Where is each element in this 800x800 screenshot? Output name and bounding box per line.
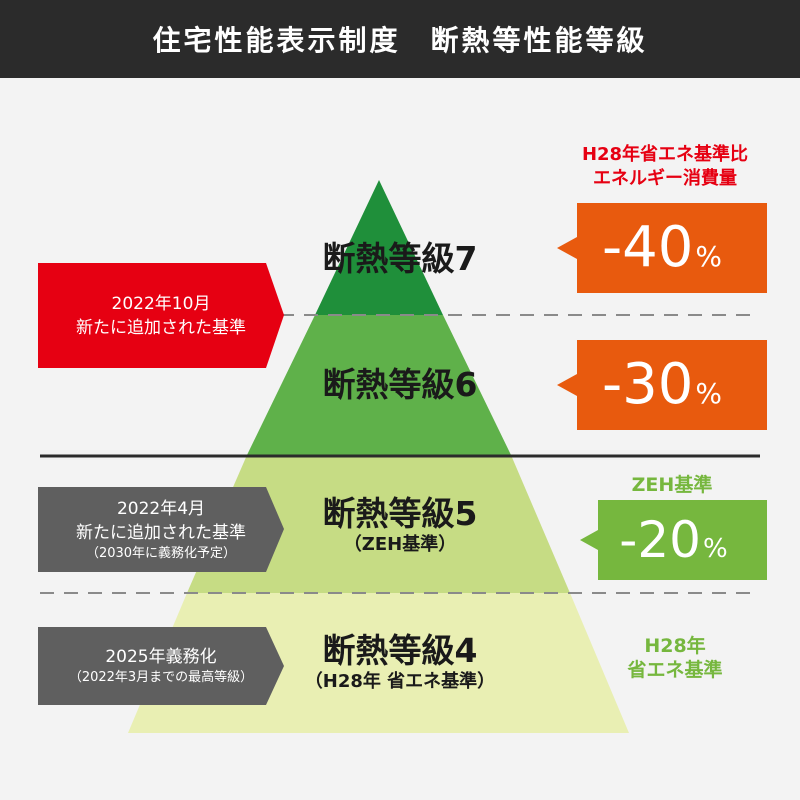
tag-added-apr-2022: 2022年4月 新たに追加された基準 （2030年に義務化予定） [38,487,284,572]
level-4-title: 断熱等級4 [322,631,478,670]
page-header: 住宅性能表示制度 断熱等性能等級 [0,0,800,78]
caption-h28: H28年 省エネ基準 [585,634,765,682]
header-title-system: 住宅性能表示制度 [152,24,401,57]
tag-added-oct-2022: 2022年10月 新たに追加された基準 [38,263,284,368]
reduction-value-30: -30 [601,352,694,417]
caption-energy-line1: H28年省エネ基準比 [581,144,749,165]
tag-gray2-line2: （2022年3月までの最高等級） [68,670,254,685]
reduction-unit-30: % [695,377,723,410]
level-7-label: 断熱等級7 [270,240,530,278]
tag-red-line2: 新たに追加された基準 [76,317,246,338]
level-5-label: 断熱等級5 （ZEH基準） [270,495,530,557]
level-5-title: 断熱等級5 [322,494,478,533]
pyramid-level-7 [315,180,443,315]
reduction-value-40: -40 [601,215,694,280]
level-5-subtitle: （ZEH基準） [343,534,457,555]
caption-energy-line2: エネルギー消費量 [593,168,737,189]
tag-gray2-line1: 2025年義務化 [105,647,217,667]
caption-h28-line1: H28年 [644,635,706,657]
reduction-box-30: -30 % [557,340,767,430]
tag-gray1-line2: 新たに追加された基準 [76,522,246,543]
reduction-unit-40: % [695,240,723,273]
reduction-unit-20: % [702,534,728,564]
level-4-label: 断熱等級4 （H28年 省エネ基準） [270,632,530,694]
tag-red-line1: 2022年10月 [111,293,211,314]
tag-gray1-line1: 2022年4月 [116,498,206,519]
reduction-box-20: -20 % [580,500,767,580]
level-6-title: 断熱等級6 [322,365,478,404]
caption-energy-ratio: H28年省エネ基準比 エネルギー消費量 [560,143,770,191]
level-6-label: 断熱等級6 [270,366,530,404]
header-title-grade: 断熱等性能等級 [430,24,648,57]
caption-h28-line2: 省エネ基準 [627,659,723,681]
reduction-value-20: -20 [619,511,701,569]
pyramid-level-6 [247,315,511,455]
reduction-box-40: -40 % [557,203,767,293]
pyramid-level-5 [187,455,570,593]
tag-gray1-line3: （2030年に義務化予定） [85,545,237,561]
caption-zeh: ZEH基準 [631,474,713,496]
level-7-title: 断熱等級7 [322,239,478,278]
tag-mandatory-2025: 2025年義務化 （2022年3月までの最高等級） [38,627,284,705]
level-4-subtitle: （H28年 省エネ基準） [304,671,496,692]
